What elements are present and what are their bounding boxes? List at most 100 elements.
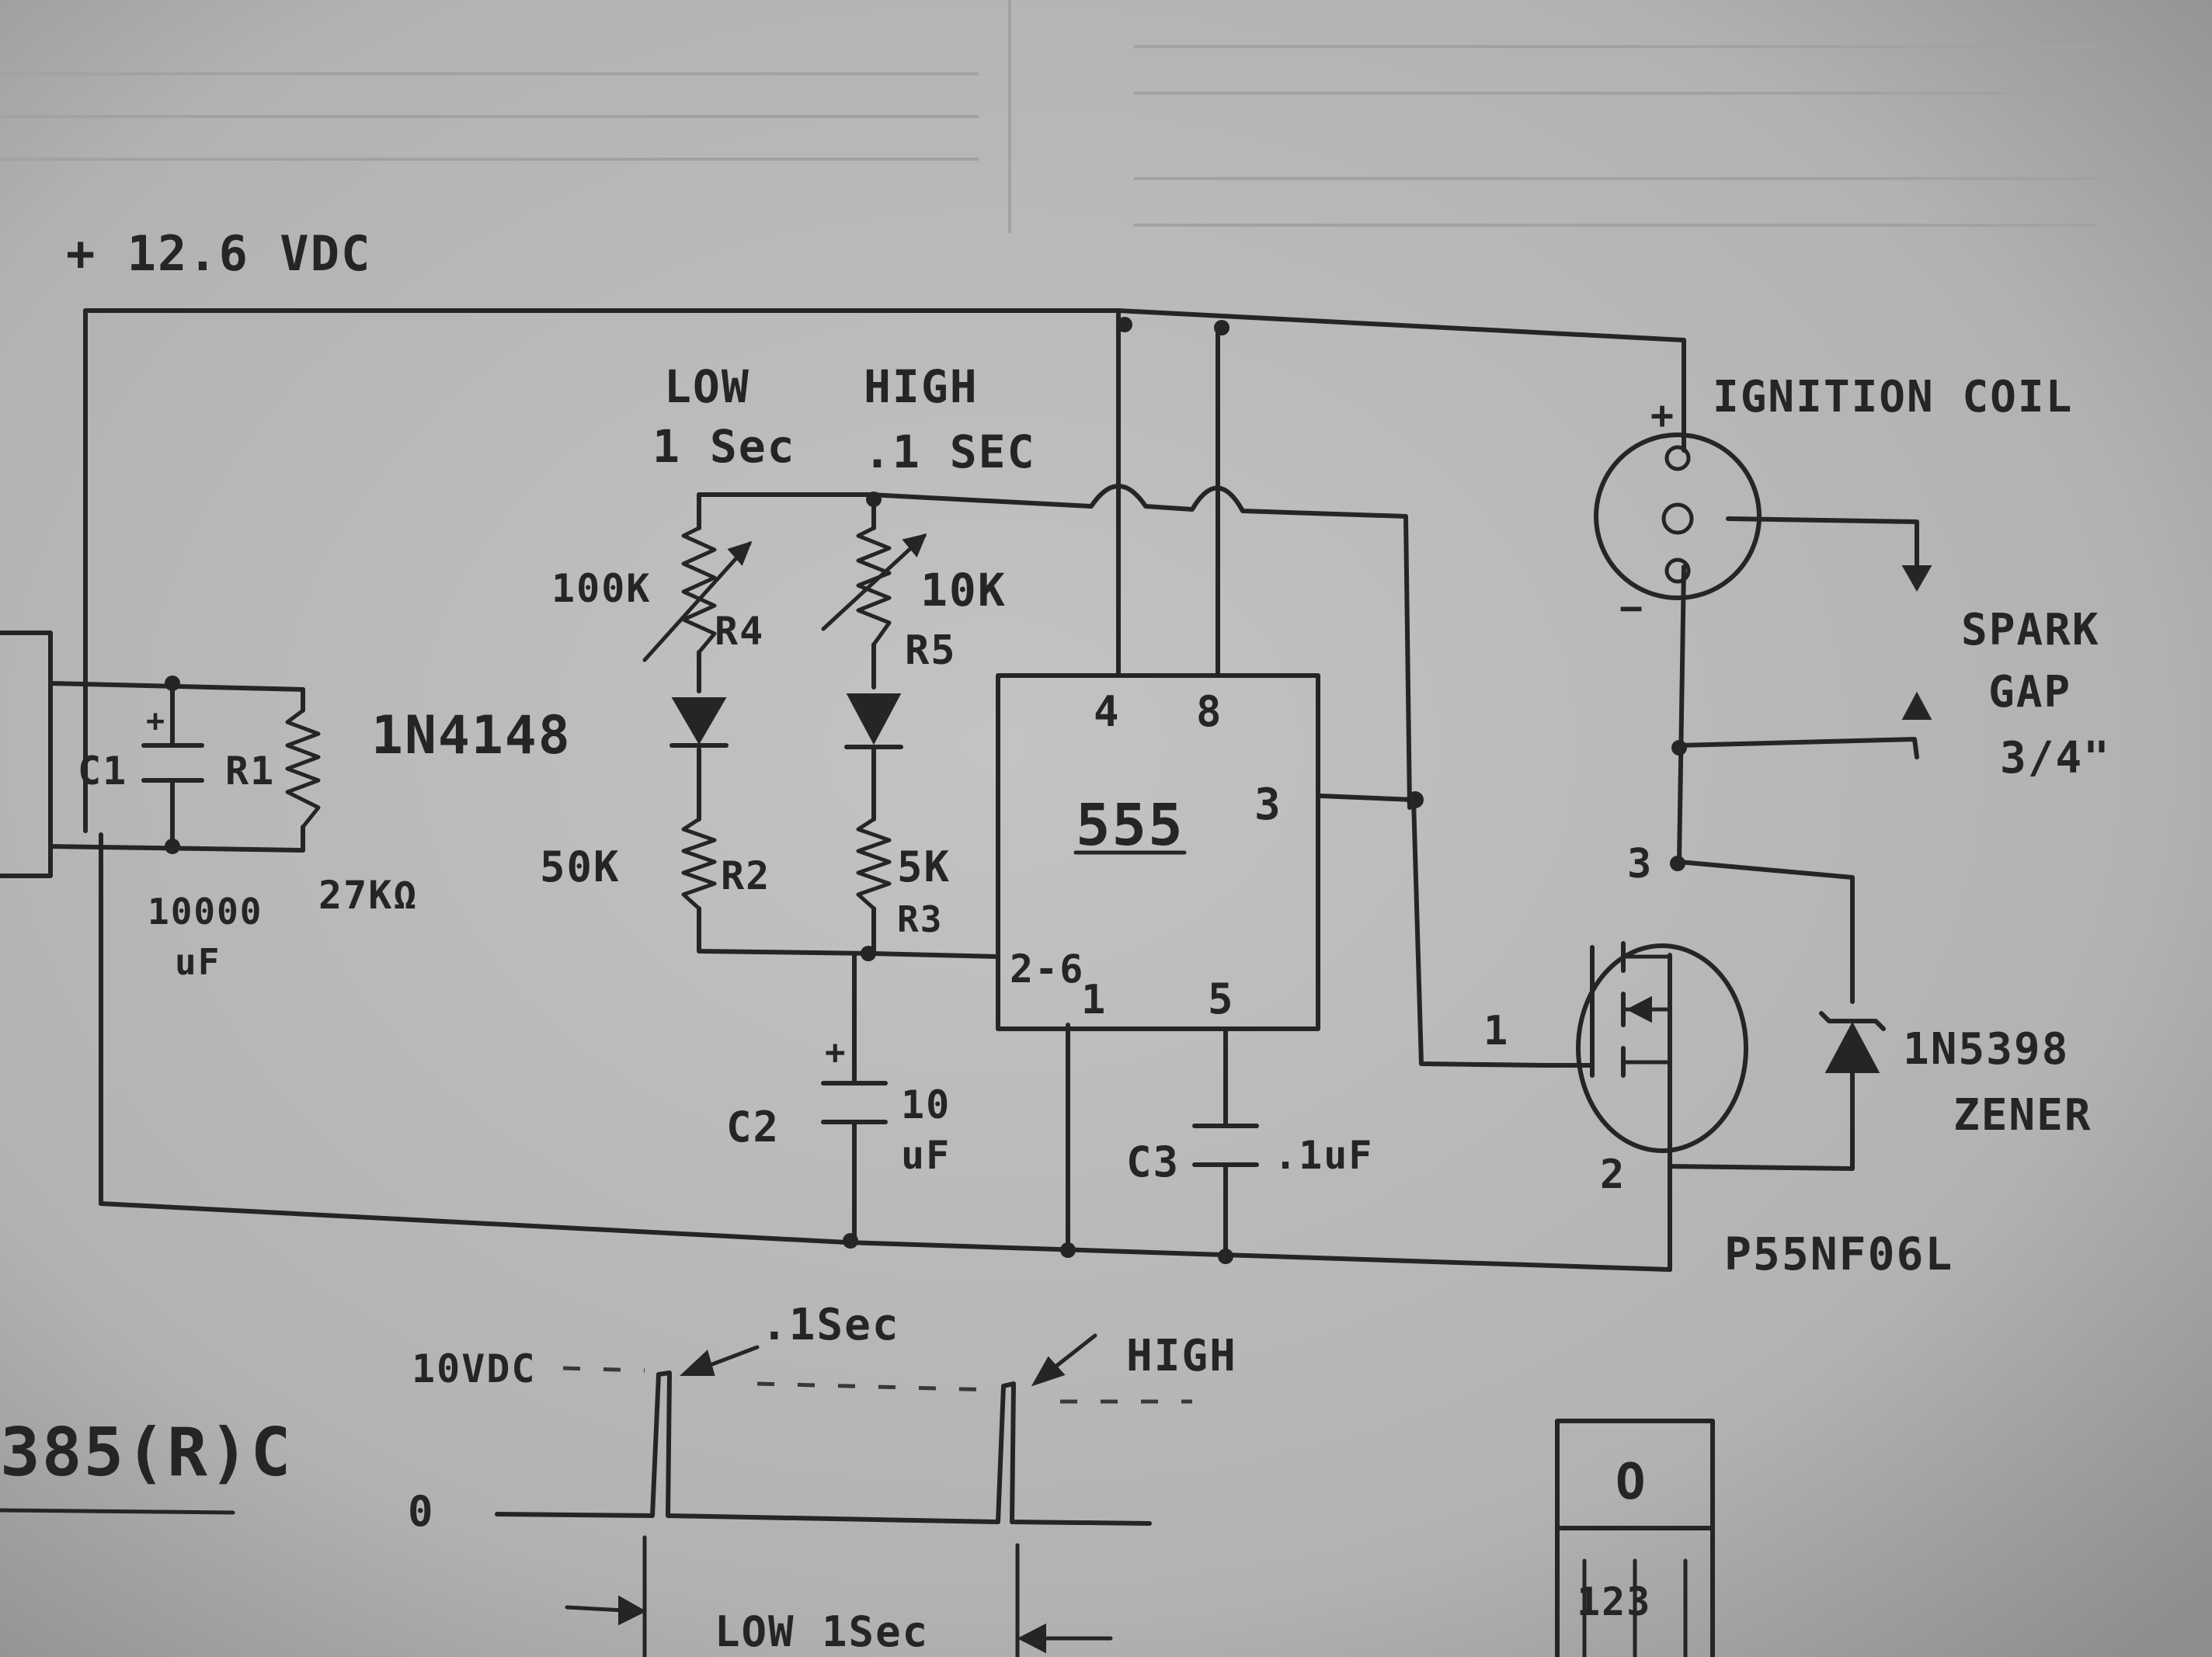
junction-dot: [165, 839, 180, 854]
low-arrowhead-left: [618, 1595, 647, 1626]
wiring: [48, 308, 1919, 1272]
ic-555-label: 555: [1076, 792, 1184, 859]
c1-capacitor-symbol: [141, 743, 204, 783]
diode-part-label: 1N4148: [371, 705, 572, 766]
junction-dot: [165, 676, 180, 691]
waveform-level-label: 10VDC: [412, 1346, 537, 1391]
r2-resistor-symbol: [681, 817, 717, 911]
mosfet-symbol: [1543, 941, 1748, 1153]
low-arrowhead-right: [1017, 1623, 1046, 1654]
junction-dot: [1214, 320, 1229, 335]
diode-d1-symbol: [670, 697, 729, 748]
output-wire: [1318, 794, 1548, 1068]
c1-name-label: C1: [78, 749, 127, 794]
c2-plus-label: +: [825, 1033, 847, 1072]
mosfet-drain-pin-label: 3: [1627, 841, 1653, 888]
r1-value-label: 27KΩ: [318, 873, 418, 918]
spark-gap-symbol: [1901, 565, 1932, 720]
left-edge-block: [0, 630, 53, 878]
c3-capacitor-symbol: [1192, 1124, 1259, 1167]
ic-pin5-label: 5: [1208, 974, 1235, 1023]
r4-value-label: 100K: [551, 566, 651, 611]
c1-plus-label: +: [146, 703, 166, 739]
spark-gap-line2: GAP: [1988, 667, 2071, 717]
r5-variable-resistor-symbol: [821, 526, 927, 647]
waveform-high-label: HIGH: [1126, 1331, 1237, 1381]
r2-value-label: 50K: [540, 842, 621, 891]
c2-value-label-b: uF: [901, 1133, 951, 1178]
waveform-low-label: LOW 1Sec: [715, 1607, 929, 1656]
ic-pin8-label: 8: [1196, 687, 1223, 736]
r3-value-label: 5K: [897, 842, 951, 891]
r2-name-label: R2: [721, 853, 770, 898]
mosfet-source-pin-label: 2: [1600, 1152, 1626, 1198]
ignition-coil-symbol: [1594, 432, 1762, 600]
c3-name-label: C3: [1126, 1138, 1180, 1186]
junction-dot: [1670, 856, 1685, 871]
r3-resistor-symbol: [856, 817, 892, 911]
junction-dot: [866, 492, 882, 507]
c2-name-label: C2: [726, 1103, 780, 1152]
drain-zener-wire: [1677, 860, 1855, 1004]
r1-resistor-symbol: [285, 708, 321, 829]
c2-capacitor-symbol: [821, 1081, 888, 1124]
waveform-pulse-label: .1Sec: [761, 1300, 900, 1350]
zener-part-label: 1N5398: [1903, 1024, 2069, 1075]
coil-drain-wire: [1677, 564, 1686, 864]
c1-value-label-a: 10000: [148, 891, 263, 933]
junction-dot: [1117, 317, 1132, 332]
c3-value-label: .1uF: [1274, 1133, 1373, 1178]
timing-waveform: [495, 1333, 1192, 1657]
diode-d2-symbol: [844, 693, 903, 749]
zener-source-wire: [1668, 1069, 1855, 1171]
supply-label: + 12.6 VDC: [66, 225, 371, 282]
low-timing-title: LOW: [664, 360, 750, 413]
ic-pin4-label: 4: [1094, 687, 1121, 736]
to220-package-sketch: [1555, 1419, 1715, 1657]
high-timing-period: .1 SEC: [864, 426, 1036, 478]
trigger-wire: [697, 906, 1000, 959]
r5-value-label: 10K: [920, 564, 1007, 617]
coil-plus-label: +: [1650, 393, 1675, 438]
level-dash-left: [562, 1366, 645, 1373]
timing-top-wire: [697, 484, 1412, 810]
low-timing-period: 1 Sec: [652, 420, 796, 473]
coil-output-wire: [1726, 516, 1919, 569]
r3-name-label: R3: [897, 898, 943, 940]
package-pin-numbers: 123: [1577, 1579, 1651, 1624]
spark-gap-line1: SPARK: [1961, 605, 2100, 655]
c2-value-label-a: 10: [901, 1082, 951, 1127]
junction-dot: [861, 946, 876, 961]
c1-value-label-b: uF: [175, 941, 221, 983]
coil-minus-label: −: [1619, 585, 1644, 630]
mosfet-part-label: P55NF06L: [1724, 1228, 1953, 1280]
junction-dot: [1407, 791, 1424, 808]
zener-type-label: ZENER: [1953, 1090, 2092, 1141]
r1-name-label: R1: [225, 749, 275, 794]
ic-pin2-6-label: 2-6: [1010, 947, 1084, 992]
high-arrowhead: [1031, 1356, 1066, 1387]
r5-name-label: R5: [905, 627, 957, 674]
junction-dot: [1060, 1242, 1076, 1258]
waveform-trace: [495, 1370, 1152, 1526]
spark-lower-wire: [1677, 737, 1919, 759]
package-face-mark: O: [1616, 1454, 1647, 1511]
high-timing-title: HIGH: [864, 360, 979, 413]
junction-dots: [165, 317, 1687, 1264]
edge-text-underline: [0, 1508, 235, 1515]
edge-fragment-text: 385(R)C: [0, 1414, 292, 1492]
ic-555-body: [996, 673, 1320, 1031]
pulse-arrowhead: [679, 1350, 715, 1376]
r4-variable-resistor-symbol: [642, 526, 753, 662]
r4-name-label: R4: [715, 609, 764, 654]
waveform-zero-label: 0: [408, 1487, 435, 1536]
ic-pin1-label: 1: [1081, 977, 1107, 1023]
junction-dot: [843, 1233, 858, 1249]
junction-dot: [1218, 1249, 1233, 1264]
spark-gap-line3: 3/4": [2000, 733, 2111, 783]
junction-dot: [1671, 740, 1687, 756]
bleed-through-lines: [0, 0, 2097, 233]
ic-pin3-label: 3: [1254, 780, 1282, 830]
